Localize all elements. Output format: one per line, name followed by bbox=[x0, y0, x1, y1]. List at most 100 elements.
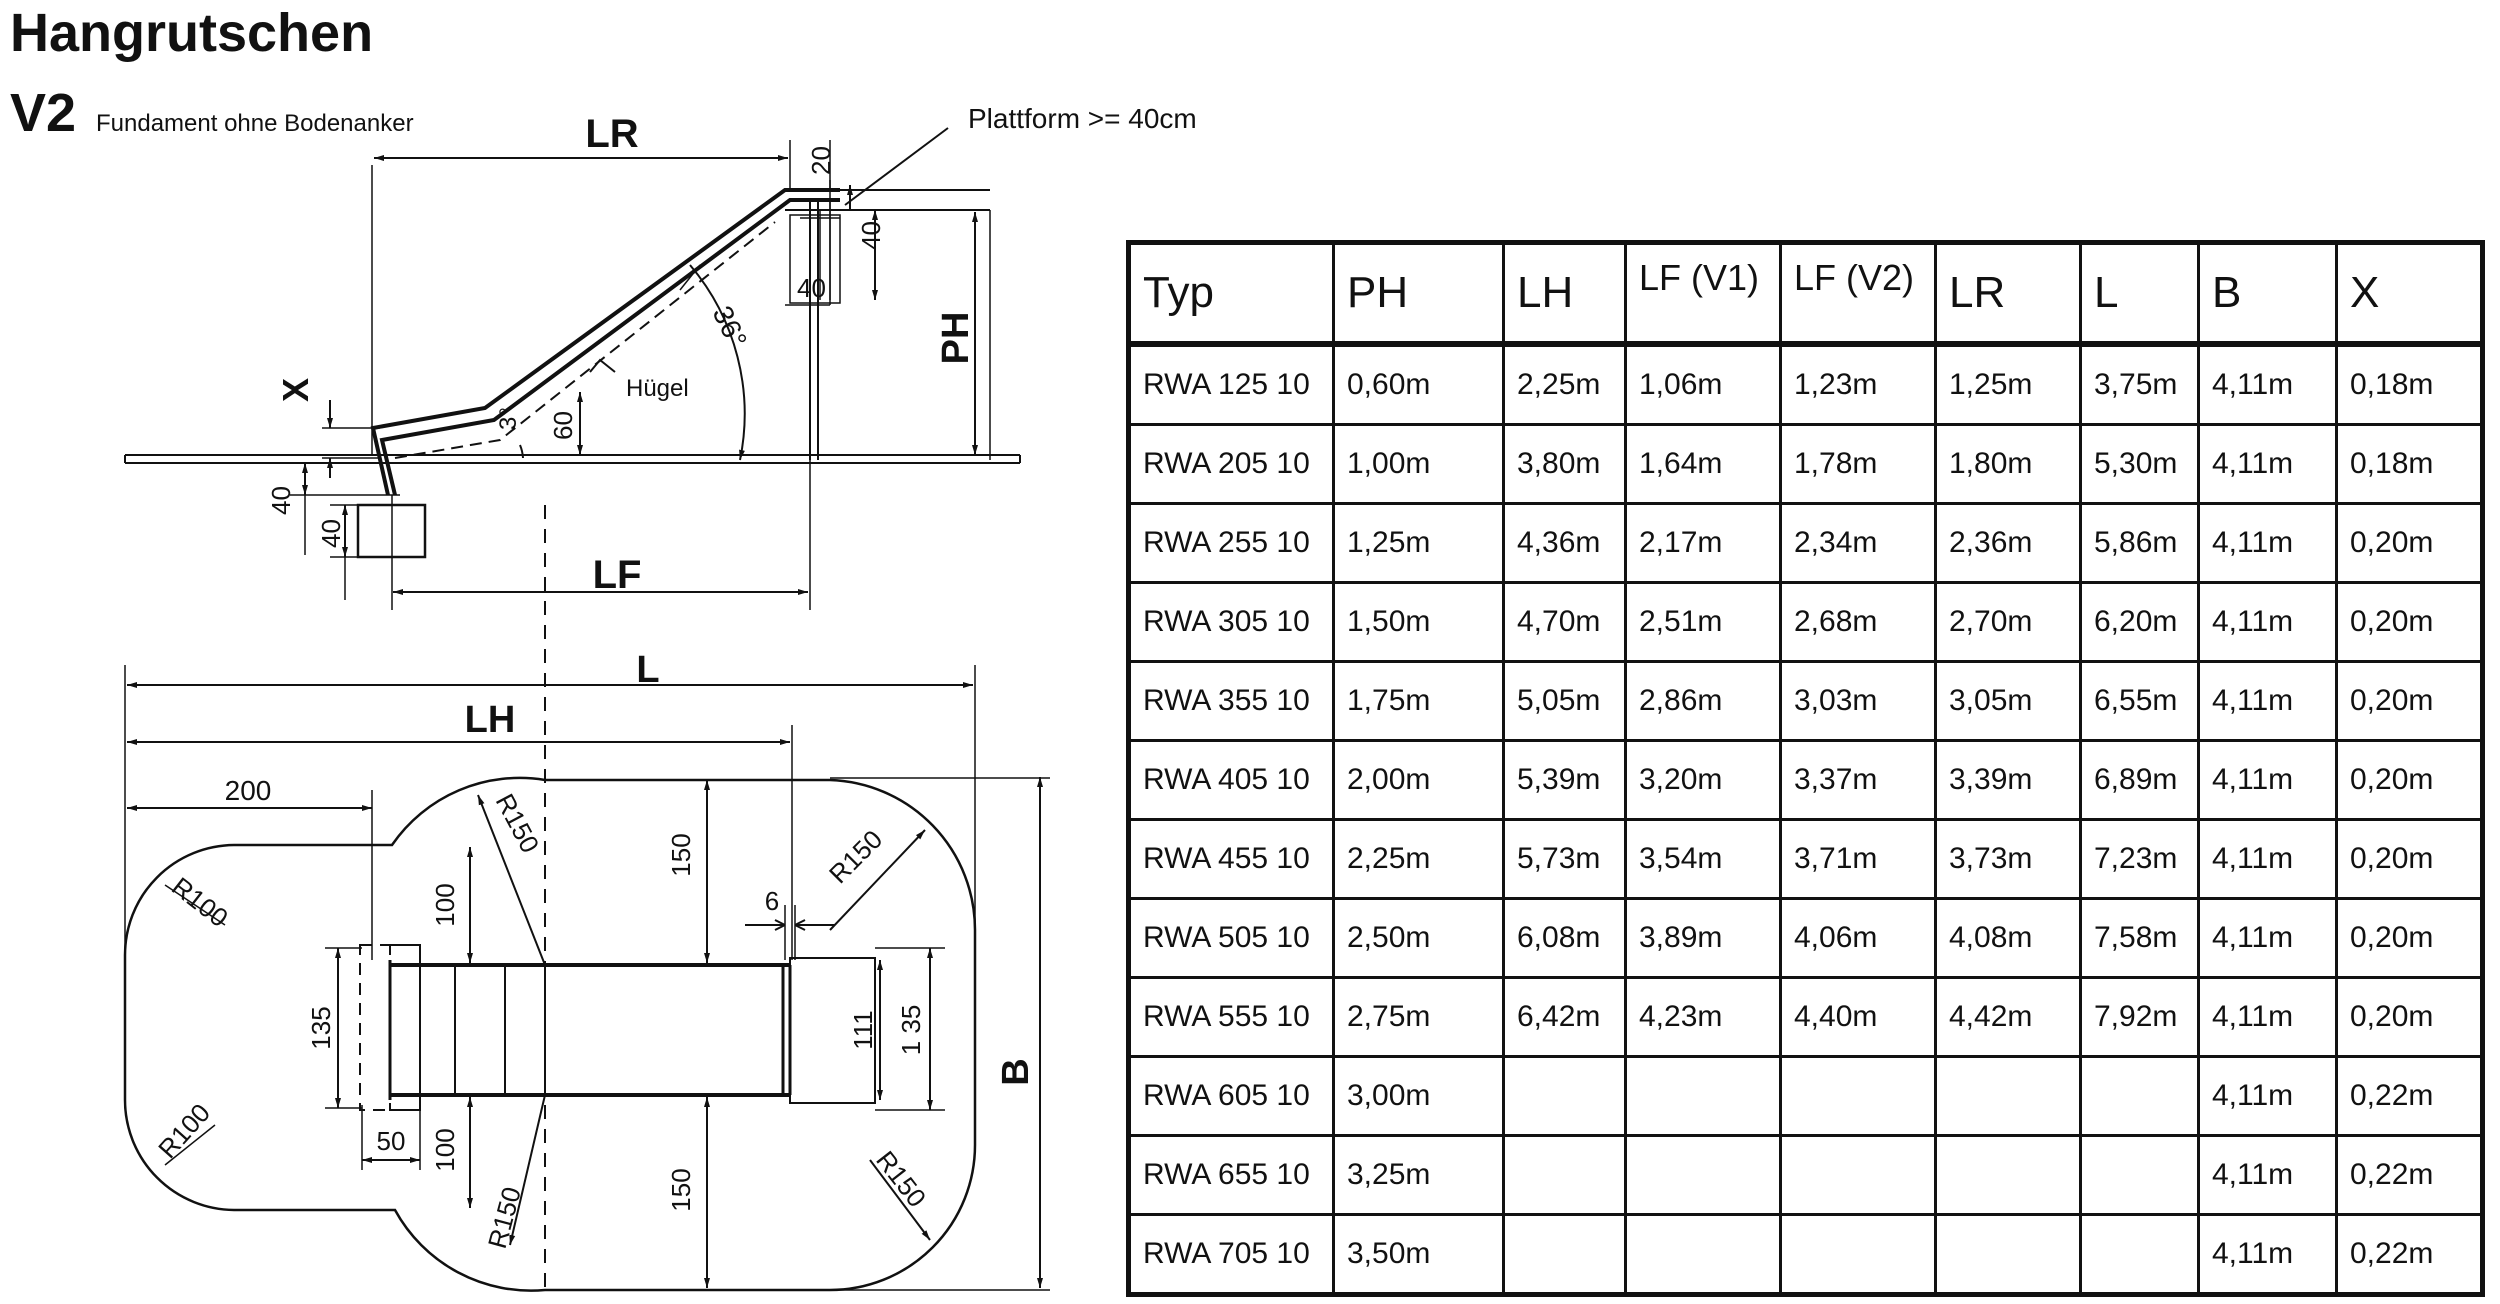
cell-lh: 6,08m bbox=[1502, 897, 1627, 979]
spec-table: Typ PH LH LF (V1) LF (V2) LR L B X RWA 1… bbox=[1126, 240, 2485, 1297]
header-b: B bbox=[2197, 241, 2338, 347]
cell-b: 4,11m bbox=[2197, 1055, 2338, 1137]
cell-lf-v2: 1,23m bbox=[1779, 342, 1937, 426]
cell-typ: RWA 125 10 bbox=[1127, 342, 1335, 426]
header-lf-v1: LF (V1) bbox=[1624, 241, 1782, 347]
cell-lf-v1 bbox=[1624, 1055, 1782, 1137]
cell-lr bbox=[1934, 1055, 2082, 1137]
cell-lr: 3,73m bbox=[1934, 818, 2082, 900]
cell-lr: 3,05m bbox=[1934, 660, 2082, 742]
cell-lf-v2: 4,06m bbox=[1779, 897, 1937, 979]
cell-lf-v1: 3,54m bbox=[1624, 818, 1782, 900]
cell-l: 5,86m bbox=[2079, 502, 2200, 584]
angle-small-label: 3° bbox=[495, 407, 522, 430]
cell-x: 0,18m bbox=[2335, 423, 2484, 505]
r150-bottom-right-label: R150 bbox=[870, 1145, 932, 1212]
cell-l bbox=[2079, 1055, 2200, 1137]
cell-lf-v2: 4,40m bbox=[1779, 976, 1937, 1058]
cell-lf-v1: 1,64m bbox=[1624, 423, 1782, 505]
angle-arc-main bbox=[689, 264, 746, 461]
cell-x: 0,20m bbox=[2335, 581, 2484, 663]
cell-x: 0,18m bbox=[2335, 342, 2484, 426]
cell-x: 0,22m bbox=[2335, 1055, 2484, 1137]
cell-lf-v2 bbox=[1779, 1213, 1937, 1296]
cell-l: 6,20m bbox=[2079, 581, 2200, 663]
l-label: L bbox=[636, 649, 659, 691]
cell-b: 4,11m bbox=[2197, 1134, 2338, 1216]
cell-lf-v2: 1,78m bbox=[1779, 423, 1937, 505]
cell-b: 4,11m bbox=[2197, 423, 2338, 505]
cell-ph: 2,25m bbox=[1332, 818, 1505, 900]
cell-x: 0,20m bbox=[2335, 818, 2484, 900]
cell-typ: RWA 455 10 bbox=[1127, 818, 1335, 900]
cell-b: 4,11m bbox=[2197, 818, 2338, 900]
ph-label: PH bbox=[935, 312, 977, 365]
cell-lf-v2: 2,68m bbox=[1779, 581, 1937, 663]
hill-outline bbox=[394, 221, 776, 459]
slide-top-outline bbox=[390, 963, 790, 1097]
dim-135-left-label: 135 bbox=[306, 1006, 336, 1049]
table-header-row: Typ PH LH LF (V1) LF (V2) LR L B X bbox=[1127, 241, 2484, 347]
cell-x: 0,20m bbox=[2335, 502, 2484, 584]
cell-b: 4,11m bbox=[2197, 976, 2338, 1058]
cell-ph: 2,75m bbox=[1332, 976, 1505, 1058]
cell-x: 0,20m bbox=[2335, 739, 2484, 821]
dim-135-right-label: 1 35 bbox=[896, 1005, 926, 1056]
dim-6-label: 6 bbox=[765, 886, 779, 916]
dim-100-top-label: 100 bbox=[430, 883, 460, 926]
cell-lf-v2: 3,37m bbox=[1779, 739, 1937, 821]
cell-x: 0,20m bbox=[2335, 976, 2484, 1058]
header-lf-v2: LF (V2) bbox=[1779, 241, 1937, 347]
header-x: X bbox=[2335, 241, 2484, 347]
cell-lr: 4,42m bbox=[1934, 976, 2082, 1058]
cell-ph: 1,00m bbox=[1332, 423, 1505, 505]
slide-support bbox=[809, 200, 819, 460]
cell-lr: 4,08m bbox=[1934, 897, 2082, 979]
cell-lf-v1: 2,17m bbox=[1624, 502, 1782, 584]
cell-l: 5,30m bbox=[2079, 423, 2200, 505]
cell-lf-v1: 2,86m bbox=[1624, 660, 1782, 742]
ground-line bbox=[124, 454, 1021, 464]
cell-typ: RWA 505 10 bbox=[1127, 897, 1335, 979]
r150-bottom-left-label: R150 bbox=[482, 1184, 527, 1252]
cell-lh: 5,05m bbox=[1502, 660, 1627, 742]
cell-x: 0,20m bbox=[2335, 660, 2484, 742]
header-ph: PH bbox=[1332, 241, 1505, 347]
platform bbox=[785, 189, 990, 211]
dim-40-top-label: 40 bbox=[856, 221, 886, 250]
cell-lr bbox=[1934, 1134, 2082, 1216]
page-title: Hangrutschen bbox=[10, 3, 374, 63]
cell-lr: 3,39m bbox=[1934, 739, 2082, 821]
cell-lr: 2,36m bbox=[1934, 502, 2082, 584]
header-lr: LR bbox=[1934, 241, 2082, 347]
dim-40-platform-label: 40 bbox=[797, 273, 826, 303]
variant-code: V2 bbox=[10, 83, 77, 143]
dim-200-label: 200 bbox=[225, 775, 272, 806]
platform-note-leader bbox=[844, 127, 949, 206]
cell-x: 0,22m bbox=[2335, 1134, 2484, 1216]
cell-b: 4,11m bbox=[2197, 502, 2338, 584]
cell-ph: 3,50m bbox=[1332, 1213, 1505, 1296]
cell-lh: 2,25m bbox=[1502, 342, 1627, 426]
cell-ph: 3,25m bbox=[1332, 1134, 1505, 1216]
cell-typ: RWA 305 10 bbox=[1127, 581, 1335, 663]
cell-lf-v2: 2,34m bbox=[1779, 502, 1937, 584]
cell-lr: 1,25m bbox=[1934, 342, 2082, 426]
header-lh: LH bbox=[1502, 241, 1627, 347]
cell-typ: RWA 605 10 bbox=[1127, 1055, 1335, 1137]
cell-lf-v1: 3,89m bbox=[1624, 897, 1782, 979]
cell-typ: RWA 355 10 bbox=[1127, 660, 1335, 742]
cell-ph: 0,60m bbox=[1332, 342, 1505, 426]
cell-b: 4,11m bbox=[2197, 581, 2338, 663]
dim-150-top-label: 150 bbox=[666, 833, 696, 876]
lh-label: LH bbox=[465, 699, 516, 741]
cell-typ: RWA 255 10 bbox=[1127, 502, 1335, 584]
cell-lf-v1: 2,51m bbox=[1624, 581, 1782, 663]
cell-l: 6,55m bbox=[2079, 660, 2200, 742]
